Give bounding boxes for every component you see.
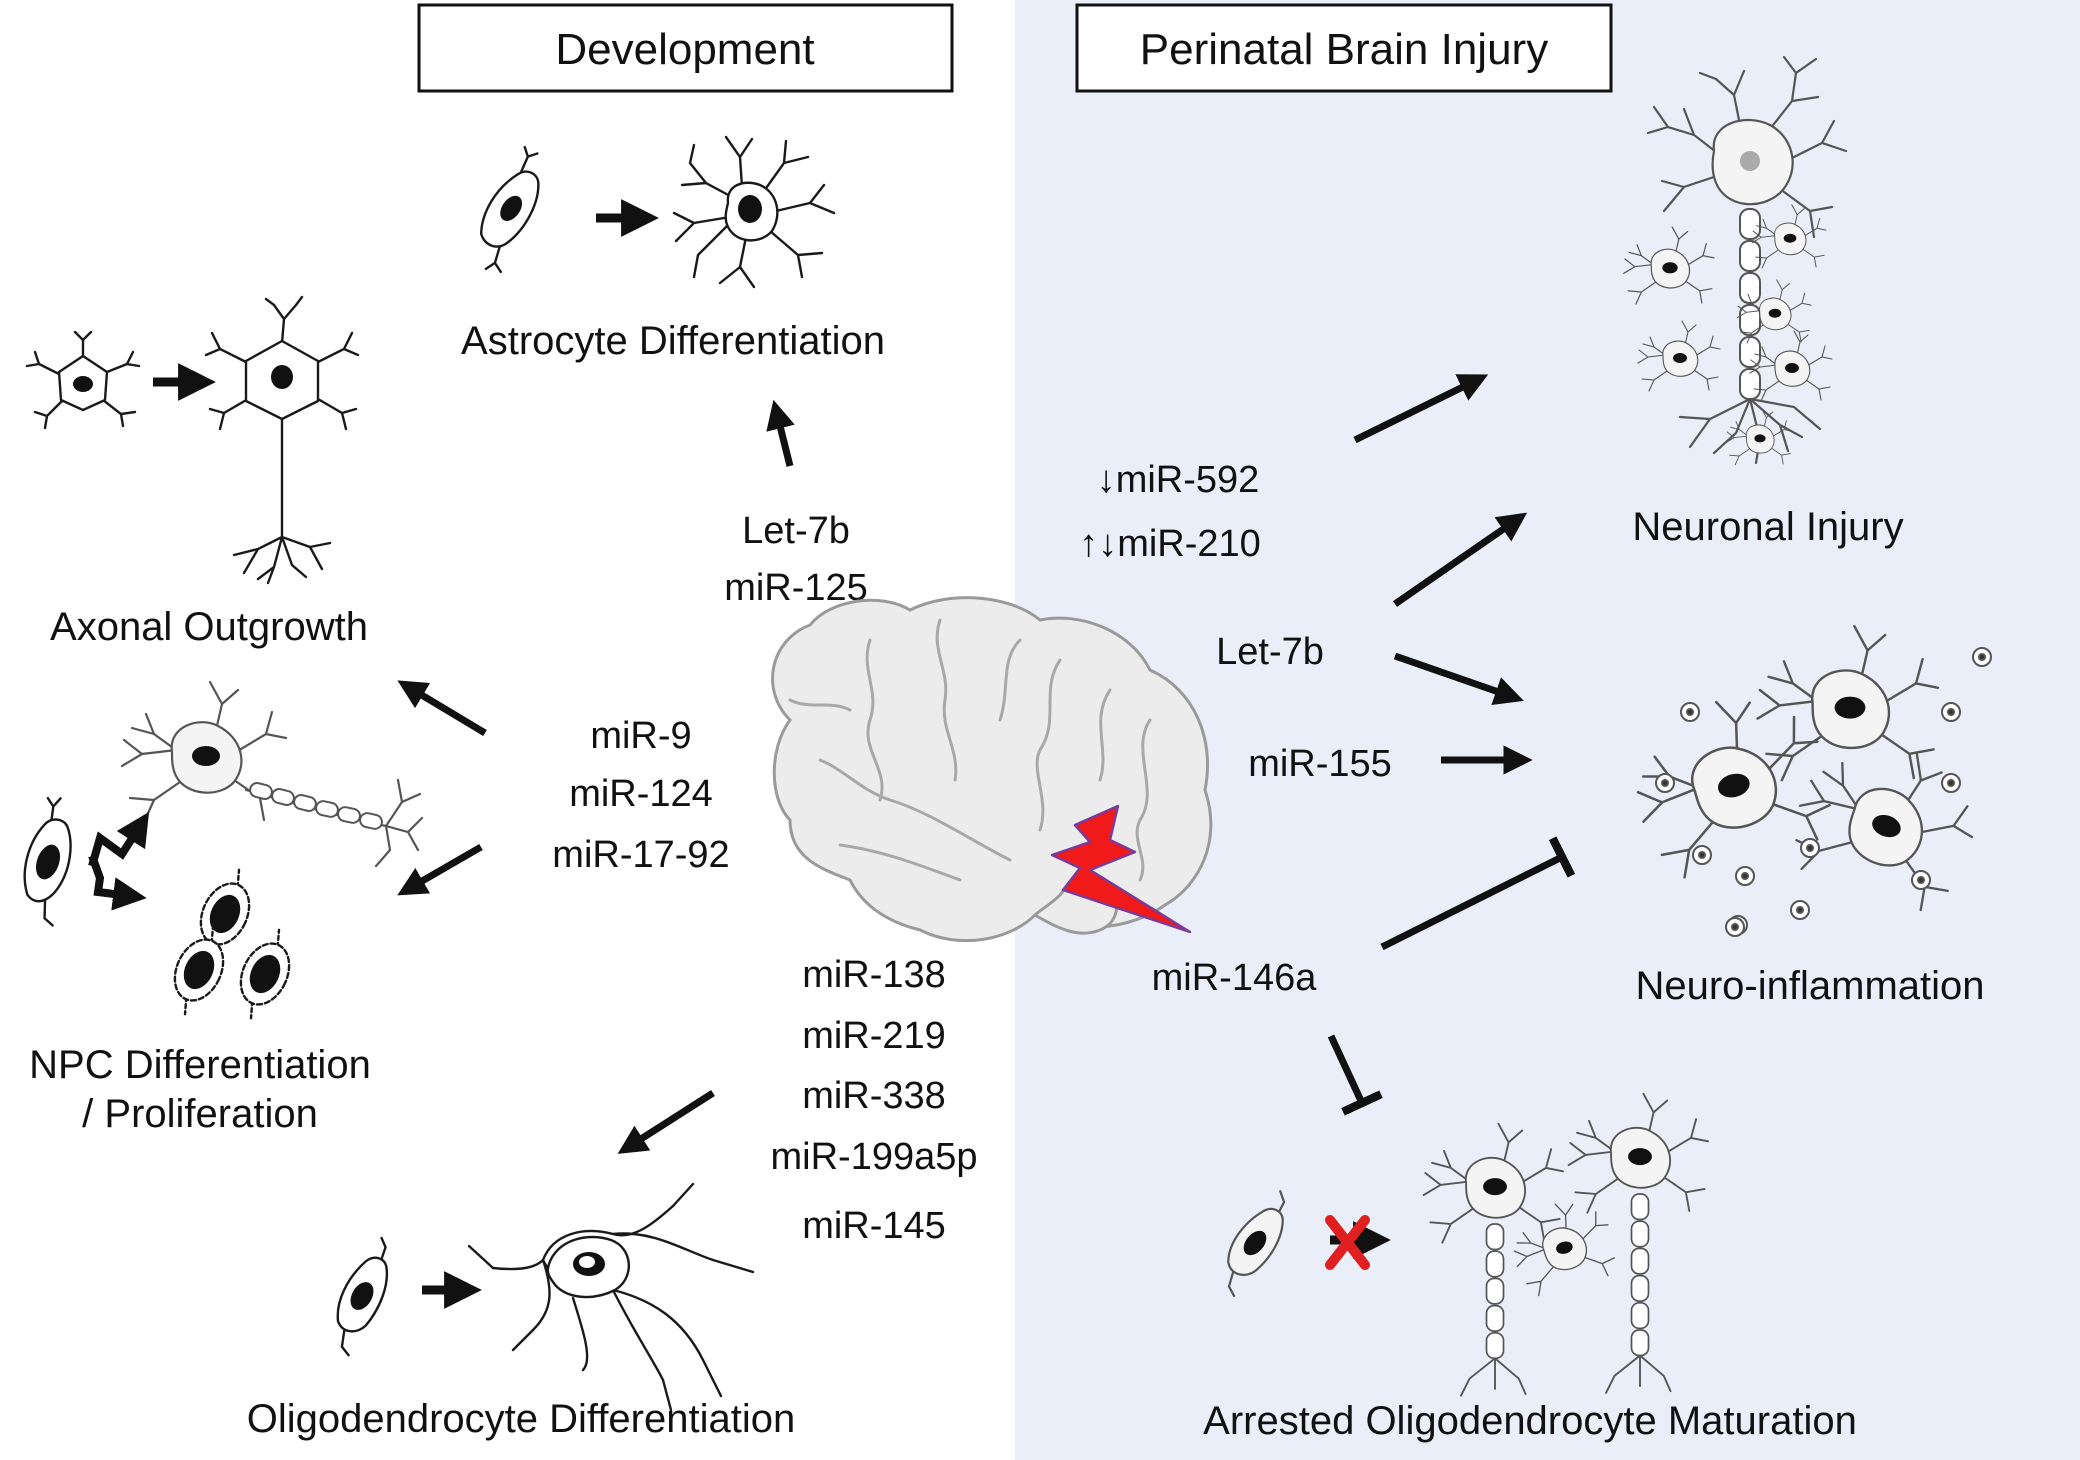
arrow-to-axonal — [397, 680, 487, 737]
npc-outcome-label-line2: / Proliferation — [82, 1092, 318, 1136]
arrested-maturation-label: Arrested Oligodendrocyte Maturation — [1203, 1399, 1857, 1443]
arrested-opc-icon — [1227, 1190, 1286, 1298]
injury-header-box — [1075, 3, 1613, 93]
inhibit-mir146a-inflammation — [1380, 836, 1576, 951]
mirna-17-92: miR-17-92 — [552, 834, 729, 876]
oligodendrocyte-icon — [467, 1182, 755, 1412]
oligodendrocyte-outcome-label: Oligodendrocyte Differentiation — [247, 1397, 795, 1441]
injury-header: Perinatal Brain Injury — [1140, 25, 1548, 74]
mirna-125: miR-125 — [724, 567, 868, 609]
astrocyte-progenitor-icon — [479, 145, 540, 274]
myelinating-neurons-icon — [1422, 1092, 1709, 1397]
npc-differentiated-neuron-icon — [120, 680, 424, 868]
astrocyte-icon — [672, 135, 836, 289]
arrow-let7b-to-inflammation — [1393, 652, 1524, 706]
arrow-to-npc — [397, 843, 483, 896]
mirna-338: miR-338 — [802, 1075, 946, 1117]
development-header: Development — [555, 25, 814, 74]
development-header-box — [417, 3, 954, 93]
neuron-precursor-icon — [25, 330, 141, 430]
npc-outcome-label-line1: NPC Differentiation — [29, 1043, 371, 1087]
neuronal-injury-label: Neuronal Injury — [1632, 505, 1903, 549]
lightning-bolt-icon — [1050, 804, 1192, 934]
arrow-to-oligodendrocyte — [617, 1090, 715, 1154]
mirna-592: ↓miR-592 — [1097, 459, 1260, 501]
mirna-219: miR-219 — [802, 1015, 946, 1057]
mirna-138: miR-138 — [802, 954, 946, 996]
red-x-icon — [1325, 1215, 1370, 1270]
mirna-146a: miR-146a — [1152, 957, 1318, 999]
mirna-124: miR-124 — [569, 773, 713, 815]
npc-progenitor-icon — [23, 796, 72, 927]
npc-branch-arrow-down — [88, 854, 147, 911]
mirna-210: ↑↓miR-210 — [1079, 523, 1261, 565]
mirna-let7b-injury: Let-7b — [1216, 631, 1324, 673]
npc-proliferating-cells-icon — [173, 868, 291, 1020]
opc-icon — [336, 1236, 389, 1357]
mirna-145: miR-145 — [802, 1205, 946, 1247]
arrow-to-astrocyte — [766, 399, 795, 467]
mirna-let7b-dev: Let-7b — [742, 510, 850, 552]
inhibit-mir146a-oligodendrocyte — [1327, 1034, 1383, 1116]
mirna-199a5p: miR-199a5p — [771, 1136, 978, 1178]
mirna-155: miR-155 — [1248, 743, 1392, 785]
injured-neuron-icon — [1646, 55, 1848, 465]
mirna-9: miR-9 — [590, 715, 691, 757]
arrow-let7b-to-neuronal — [1393, 512, 1528, 607]
arrow-mir592-to-neuronal — [1353, 374, 1489, 444]
npc-branch-arrow-up — [88, 811, 150, 868]
astrocyte-outcome-label: Astrocyte Differentiation — [461, 319, 885, 363]
neuro-inflammation-label: Neuro-inflammation — [1635, 964, 1984, 1008]
neuron-icon — [204, 295, 360, 585]
inflammatory-particles-icon — [1655, 647, 1992, 937]
axonal-outcome-label: Axonal Outgrowth — [50, 605, 368, 649]
